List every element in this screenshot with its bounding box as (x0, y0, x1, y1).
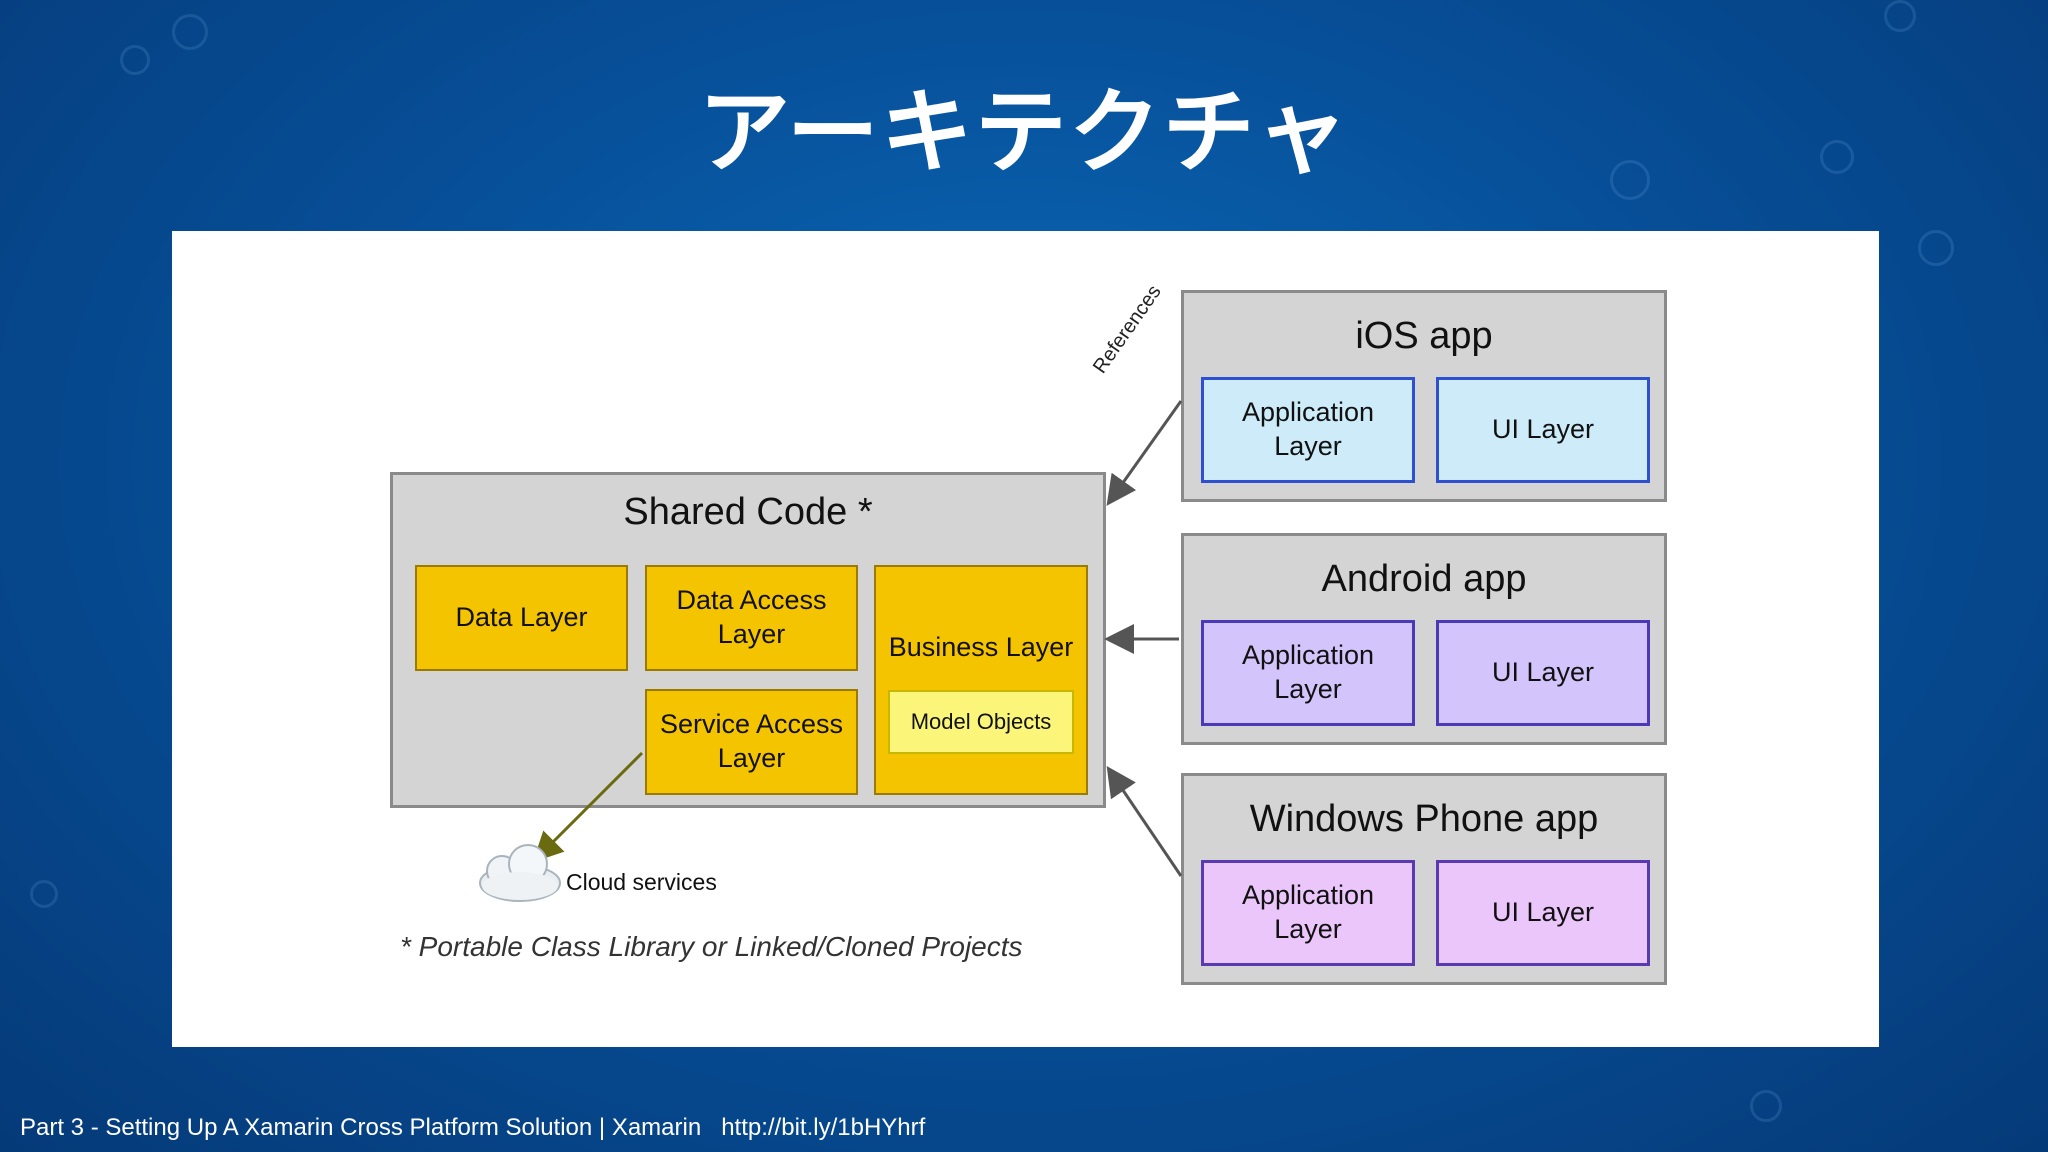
service-access-layer-box: Service Access Layer (645, 689, 858, 795)
connector-arrows (479, 400, 1183, 902)
data-layer-label: Data Layer (455, 602, 588, 633)
service-access-layer-label: Service Access Layer (659, 709, 844, 773)
slide-title: アーキテクチャ (698, 79, 1350, 186)
android-ui-layer-label: UI Layer (1491, 657, 1595, 688)
shared-code-title: Shared Code * (623, 491, 873, 533)
decor-bubble (120, 45, 150, 75)
ios-references-arrow (1106, 400, 1183, 506)
data-access-layer-label: Data Access Layer (676, 585, 827, 649)
cloud-services-label: Cloud services (566, 869, 717, 895)
android-app-title: Android app (1321, 558, 1527, 600)
windows-phone-app-box: Windows Phone app Application Layer UI L… (1181, 773, 1667, 985)
decor-bubble (1610, 160, 1650, 200)
decor-bubble (1918, 230, 1954, 266)
ios-application-layer-box: Application Layer (1201, 377, 1415, 483)
decor-bubble (1884, 0, 1916, 32)
decor-bubble (172, 14, 208, 50)
wp-references-arrow (1106, 766, 1183, 877)
ios-ui-layer-label: UI Layer (1491, 414, 1595, 445)
decor-bubble (1820, 140, 1854, 174)
decor-bubble (30, 880, 58, 908)
cloud-arrow (532, 751, 644, 863)
wp-ui-layer-box: UI Layer (1436, 860, 1650, 966)
wp-application-layer-label: Application Layer (1241, 880, 1375, 944)
android-application-layer-label: Application Layer (1241, 640, 1375, 704)
ios-app-title: iOS app (1355, 315, 1493, 357)
diagram-panel: Shared Code * Data Layer Data Access Lay… (172, 231, 1879, 1047)
data-access-layer-box: Data Access Layer (645, 565, 858, 671)
ios-application-layer-label: Application Layer (1241, 397, 1375, 461)
ios-app-box: iOS app Application Layer UI Layer (1181, 290, 1667, 502)
footnote: * Portable Class Library or Linked/Clone… (400, 931, 1023, 962)
decor-bubble (1750, 1090, 1782, 1122)
footer-source: Part 3 - Setting Up A Xamarin Cross Plat… (20, 1114, 926, 1141)
android-application-layer-box: Application Layer (1201, 620, 1415, 726)
windows-phone-app-title: Windows Phone app (1249, 798, 1599, 840)
shared-code-box: Shared Code * Data Layer Data Access Lay… (390, 472, 1106, 808)
data-layer-box: Data Layer (415, 565, 628, 671)
model-objects-label: Model Objects (910, 709, 1052, 735)
wp-application-layer-box: Application Layer (1201, 860, 1415, 966)
ios-ui-layer-box: UI Layer (1436, 377, 1650, 483)
model-objects-box: Model Objects (888, 690, 1074, 754)
business-layer-label: Business Layer (888, 632, 1074, 662)
business-layer-box: Business Layer (874, 565, 1088, 795)
cloud-icon (479, 844, 561, 902)
android-ui-layer-box: UI Layer (1436, 620, 1650, 726)
wp-ui-layer-label: UI Layer (1491, 897, 1595, 928)
android-app-box: Android app Application Layer UI Layer (1181, 533, 1667, 745)
